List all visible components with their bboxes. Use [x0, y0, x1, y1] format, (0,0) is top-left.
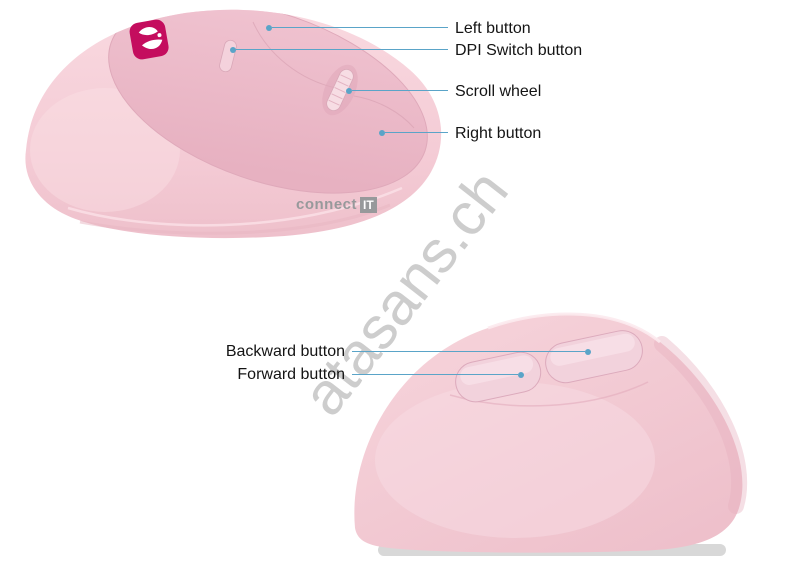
button-split-groove-left	[252, 21, 337, 89]
callout-line-dpi-switch	[236, 49, 448, 50]
mouse-side-top-edge-light	[487, 312, 661, 344]
label-scroll-wheel: Scroll wheel	[455, 83, 542, 100]
callout-line-left-button	[272, 27, 448, 28]
mouse-top-view-illustration	[25, 9, 442, 239]
callout-dot-forward-button	[518, 372, 524, 378]
scroll-wheel-ridges	[328, 74, 352, 106]
brand-badge-icon	[129, 19, 169, 60]
callout-dot-scroll-wheel	[346, 88, 352, 94]
callout-dot-dpi-switch	[230, 47, 236, 53]
side-buttons-group	[455, 330, 643, 403]
callout-line-forward-button	[352, 374, 518, 375]
brand-logo-connect: connect	[296, 196, 358, 213]
label-dpi-switch-button: DPI Switch button	[455, 42, 583, 59]
label-left-button: Left button	[455, 20, 531, 37]
label-forward-button: Forward button	[237, 366, 345, 383]
label-backward-button: Backward button	[225, 343, 345, 360]
mouse-side-view-illustration	[354, 312, 748, 556]
mouse-top-button-plate	[108, 9, 428, 194]
mouse-side-right-shade	[654, 336, 748, 514]
button-split-groove-right	[353, 95, 415, 129]
callout-dot-right-button	[379, 130, 385, 136]
callout-dot-left-button	[266, 25, 272, 31]
callout-line-scroll-wheel	[352, 90, 448, 91]
mouse-side-thumb-highlight	[375, 382, 655, 538]
brand-logo-it: IT	[360, 196, 377, 213]
callout-line-right-button	[385, 132, 448, 133]
mouse-top-base-seam	[67, 186, 403, 227]
brand-logo: connect IT	[296, 196, 377, 213]
forward-button-highlight	[460, 355, 534, 385]
callout-dot-backward-button	[585, 349, 591, 355]
backward-button-highlight	[550, 333, 635, 366]
label-right-button: Right button	[455, 125, 542, 142]
mouse-top-base-shadow	[79, 203, 391, 235]
callout-line-backward-button	[352, 351, 585, 352]
